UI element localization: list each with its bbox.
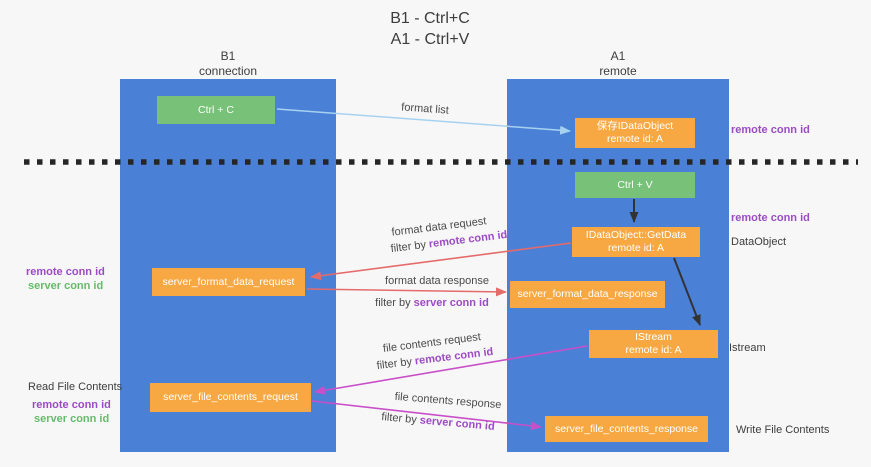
istream-line1: IStream [635, 331, 672, 343]
write-file-contents-label: Write File Contents [736, 424, 830, 436]
lane-header-left: B1 connection [120, 49, 336, 79]
filter-by-text: filter by [380, 411, 418, 427]
istream-line2: remote id: A [625, 344, 682, 356]
right-remote-conn-id-label-1: remote conn id [731, 124, 810, 136]
file-contents-response-arrow [311, 400, 542, 431]
lane-left-name: B1 [220, 49, 236, 63]
getdata-to-istream-arrow [673, 257, 701, 326]
format-data-response-arrow [306, 287, 507, 297]
node-idataobject-getdata: IDataObject::GetData remote id: A [572, 227, 700, 257]
node-server-file-contents-request: server_file_contents_request [150, 383, 311, 412]
node-ctrl-v: Ctrl + V [575, 172, 695, 198]
node-istream: IStream remote id: A [589, 330, 718, 358]
right-remote-conn-id-label-2: remote conn id [731, 212, 810, 224]
format-data-response-label: format data response [385, 275, 489, 287]
left-server-conn-id-label-2: server conn id [34, 413, 110, 425]
left-remote-conn-id-label-2: remote conn id [32, 399, 111, 411]
lane-right-subtitle: remote [599, 64, 637, 78]
getdata-line2: remote id: A [607, 242, 665, 254]
lane-header-right: A1 remote [507, 49, 729, 79]
server-file-contents-response-label: server_file_contents_response [554, 422, 698, 435]
read-file-contents-label: Read File Contents [28, 381, 123, 393]
server-file-contents-request-label: server_file_contents_request [163, 391, 298, 403]
lane-right-name: A1 [610, 49, 626, 63]
dataobject-label: DataObject [731, 236, 787, 248]
format-list-arrow [276, 108, 571, 135]
ctrl-v-label: Ctrl + V [617, 178, 653, 191]
left-server-conn-id-label-1: server conn id [28, 280, 104, 292]
filter-by-text: filter by [375, 297, 411, 309]
filter-server-conn-id: server conn id [413, 297, 489, 309]
getdata-line1: IDataObject::GetData [585, 229, 687, 241]
node-server-format-data-response: server_format_data_response [510, 281, 665, 308]
lane-left-subtitle: connection [198, 64, 258, 78]
node-ctrl-c: Ctrl + C [157, 96, 275, 124]
diagram-title: B1 - Ctrl+C A1 - Ctrl+V [280, 8, 580, 50]
server-format-data-response-label: server_format_data_response [517, 288, 658, 300]
node-server-format-data-request: server_format_data_request [152, 268, 305, 296]
server-format-data-request-label: server_format_data_request [162, 275, 295, 288]
left-remote-conn-id-label-1: remote conn id [26, 266, 105, 278]
title-line-1: B1 - Ctrl+C [390, 10, 470, 27]
format-data-request-arrow [310, 242, 572, 281]
save-idataobject-line2: remote id: A [606, 133, 664, 145]
node-save-idataobject: 保存IDataObject remote id: A [575, 118, 695, 148]
save-idataobject-line1: 保存IDataObject [596, 120, 674, 132]
ctrl-c-label: Ctrl + C [198, 103, 234, 116]
node-server-file-contents-response: server_file_contents_response [545, 416, 708, 442]
istream-side-label: Istream [729, 342, 766, 354]
title-line-2: A1 - Ctrl+V [390, 31, 470, 48]
file-contents-request-arrow [314, 345, 588, 395]
